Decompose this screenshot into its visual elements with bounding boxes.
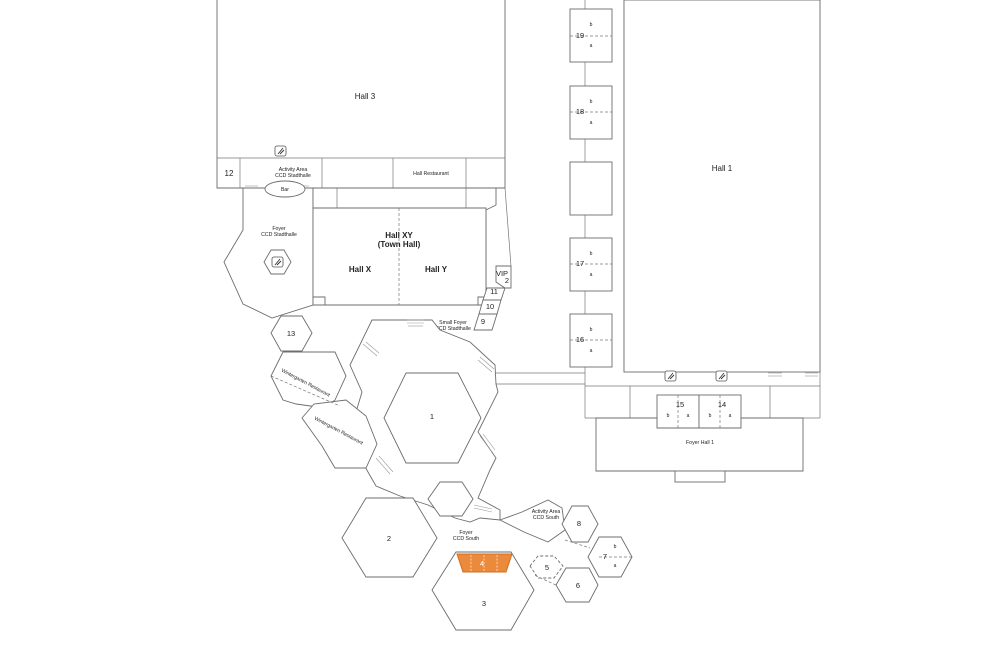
room-15a-label: a [687, 413, 690, 419]
foyer-hall-1[interactable] [595, 417, 804, 472]
room-15-label: 15 [676, 400, 684, 409]
hall-restaurant-label: Hall Restaurant [413, 171, 449, 177]
room-1-label: 1 [430, 412, 434, 421]
elevator-icon [271, 256, 284, 268]
elevator-icon [274, 145, 287, 157]
small-foyer-label-1: Small Foyer [439, 320, 467, 326]
room-10-label: 10 [486, 302, 494, 311]
room-6-label: 6 [576, 581, 580, 590]
stairs [768, 372, 818, 377]
room-17b-label: b [590, 251, 593, 257]
corridor-to-hall-1 [496, 372, 585, 385]
room-unnamed [569, 161, 613, 216]
room-16-label: 16 [576, 335, 584, 344]
room-13-label: 13 [287, 329, 295, 338]
wintergarten-restaurant-1[interactable] [270, 351, 347, 409]
foyer-hall-1-label: Foyer Hall 1 [686, 440, 714, 446]
room-4[interactable] [456, 553, 513, 573]
wintergarten-restaurant-2[interactable] [301, 399, 378, 469]
elevator-icon [664, 370, 677, 382]
room-7-label: 7 [603, 552, 607, 561]
room-2[interactable] [341, 497, 438, 578]
activity-area-south-label-2: CCD South [533, 515, 559, 521]
activity-area-stadthalle-label-2: CCD Stadthalle [275, 173, 311, 179]
small-foyer-label-2: CCD Stadthalle [435, 326, 471, 332]
room-16[interactable] [569, 313, 613, 368]
room-14-label: 14 [718, 400, 726, 409]
room-9-label: 9 [481, 317, 485, 326]
room-12-label: 12 [225, 169, 234, 178]
room-6[interactable] [555, 567, 599, 603]
activity-area-stadthalle-label-1: Activity Area [279, 167, 308, 173]
room-hall-3[interactable] [217, 0, 505, 158]
room-17[interactable] [569, 237, 613, 292]
room-13[interactable] [270, 315, 313, 352]
room-19[interactable] [569, 8, 613, 63]
room-5[interactable] [529, 555, 564, 579]
room-16a-label: a [590, 348, 593, 354]
room-7a-label: a [614, 563, 617, 569]
room-2-label: 2 [387, 534, 391, 543]
room-17-label: 17 [576, 259, 584, 268]
room-4-label: 4 [480, 559, 484, 568]
room-14a-label: a [729, 413, 732, 419]
hall-xy-label-1: Hall XY [385, 231, 413, 240]
room-18[interactable] [569, 85, 613, 140]
hall-1-label: Hall 1 [712, 164, 733, 173]
room-2-vip-label: 2 [505, 276, 509, 285]
room-19a-label: a [590, 43, 593, 49]
room-hall-1[interactable] [623, 0, 821, 373]
foyer-stadthalle-label-2: CCD Stadthalle [261, 232, 297, 238]
room-19-label: 19 [576, 31, 584, 40]
room-5-label: 5 [545, 563, 549, 572]
foyer-stadthalle-label-1: Foyer [272, 226, 286, 232]
entrance-hall-1 [674, 470, 726, 483]
hall-y-label: Hall Y [425, 265, 448, 274]
room-17a-label: a [590, 272, 593, 278]
room-3[interactable] [431, 551, 535, 631]
room-3-label: 3 [482, 599, 486, 608]
elevator-icon [715, 370, 728, 382]
room-19b-label: b [590, 22, 593, 28]
activity-area-south-label-1: Activity Area [532, 509, 561, 515]
stairs [362, 319, 496, 513]
room-18a-label: a [590, 120, 593, 126]
activity-area-ccd-south[interactable] [498, 499, 566, 543]
small-rooms-strip [473, 187, 512, 331]
hall-3-label: Hall 3 [355, 92, 376, 101]
room-8-label: 8 [577, 519, 581, 528]
room-18-label: 18 [576, 107, 584, 116]
room-14b-label: b [709, 413, 712, 419]
foyer-ccd-south-label-2: CCD South [453, 536, 479, 542]
hall-xy[interactable] [312, 188, 487, 306]
bar-label: Bar [281, 187, 289, 193]
bar[interactable] [264, 180, 306, 198]
service-core [427, 481, 474, 517]
room-7b-label: b [614, 544, 617, 550]
room-vip-label: VIP [496, 269, 508, 278]
hall-x-label: Hall X [349, 265, 372, 274]
foyer-ccd-south-label-1: Foyer [459, 530, 473, 536]
room-11-label: 11 [490, 287, 498, 296]
hall-xy-label-2: (Town Hall) [378, 240, 421, 249]
room-1[interactable] [383, 372, 482, 464]
room-16b-label: b [590, 327, 593, 333]
room-18b-label: b [590, 99, 593, 105]
room-15b-label: b [667, 413, 670, 419]
